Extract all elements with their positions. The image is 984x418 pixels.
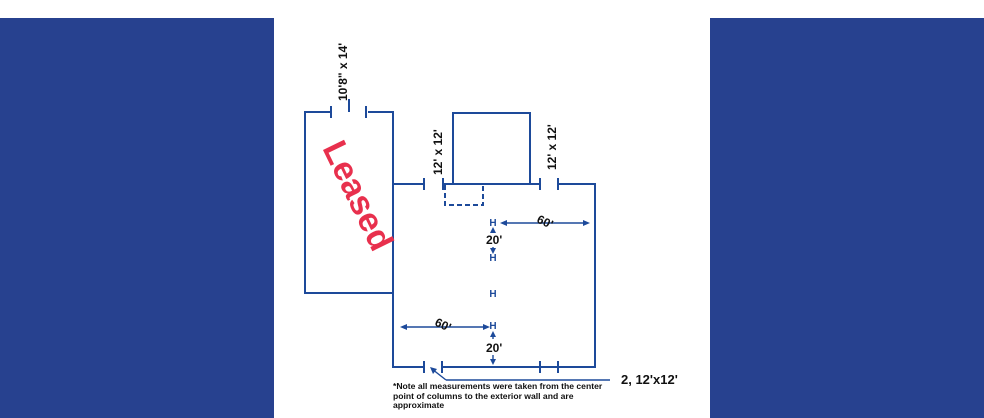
column-marker: H — [489, 321, 496, 332]
dashed-door — [444, 185, 484, 206]
column-marker: H — [489, 253, 496, 264]
door-label-mid: 12' x 12' — [431, 129, 445, 175]
top-margin — [0, 0, 984, 18]
dim-60-top: 60' — [535, 212, 556, 232]
main-building-walls — [392, 183, 596, 368]
dim-20-bottom: 20' — [486, 341, 502, 355]
left-brand-band — [0, 18, 274, 418]
door-label-right: 12' x 12' — [545, 124, 559, 170]
column-marker: H — [489, 218, 496, 229]
column-marker: H — [489, 289, 496, 300]
dim-60-bottom: 60' — [433, 315, 454, 335]
door-label-top-left: 10'8" x 14' — [336, 43, 350, 101]
right-brand-band — [710, 18, 984, 418]
annex-outline — [452, 112, 531, 184]
dim-20-top: 20' — [486, 233, 502, 247]
leased-label: Leased — [315, 135, 401, 257]
measurement-note: *Note all measurements were taken from t… — [393, 381, 603, 411]
doors-bottom-label: 2, 12'x12' — [621, 372, 678, 387]
